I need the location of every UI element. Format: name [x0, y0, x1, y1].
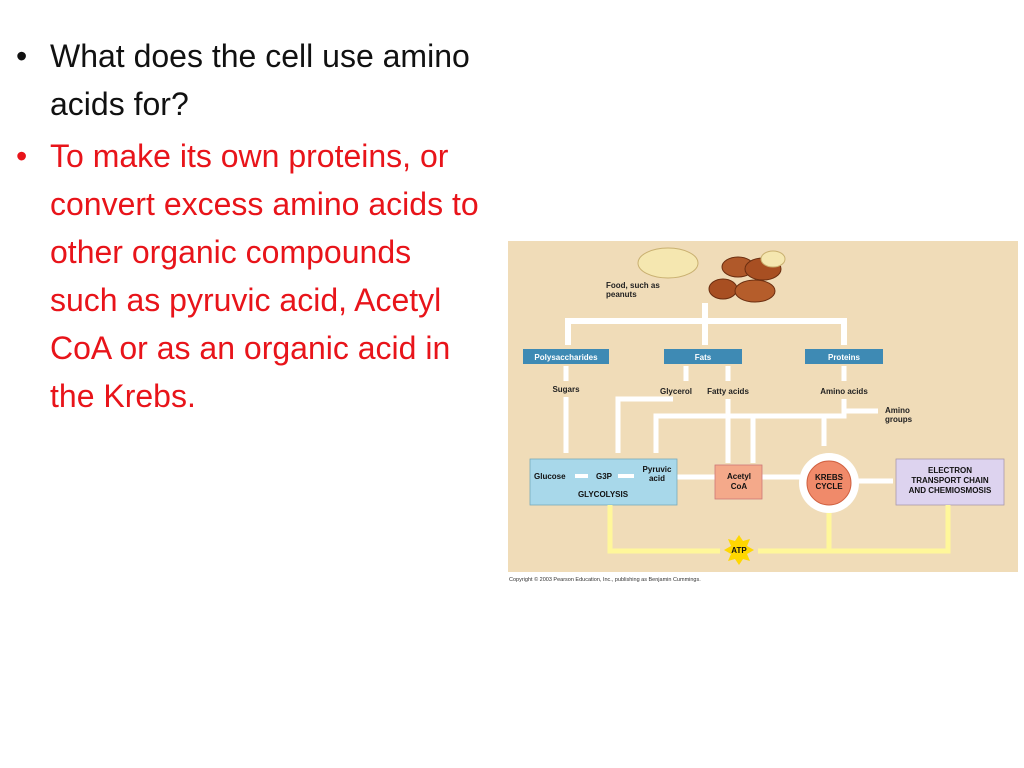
etc-label-line2: TRANSPORT CHAIN	[911, 476, 989, 485]
glucose-label: Glucose	[534, 472, 566, 481]
acetyl-coa-box	[714, 464, 763, 500]
fatty-acids-label: Fatty acids	[707, 387, 749, 396]
amino-groups-label-line2: groups	[885, 415, 913, 424]
proteins-box	[805, 349, 883, 364]
bullet-glyph: •	[16, 38, 28, 74]
polysaccharides-label: Polysaccharides	[534, 353, 598, 362]
pyruvic-label-line1: Pyruvic	[643, 465, 672, 474]
bullet-answer-text: To make its own proteins, or convert exc…	[50, 138, 479, 414]
metabolism-diagram: Food, such as peanuts Polysaccharides Fa…	[508, 241, 1018, 572]
food-arrows	[565, 303, 847, 345]
bullet-answer: • To make its own proteins, or convert e…	[12, 132, 482, 420]
food-label-line1: Food, such as	[606, 281, 660, 290]
etc-label-line1: ELECTRON	[928, 466, 972, 475]
acetyl-label-line1: Acetyl	[727, 472, 751, 481]
etc-box	[895, 458, 1005, 506]
glycolysis-label: GLYCOLYSIS	[578, 490, 629, 499]
acetyl-label-line2: CoA	[731, 482, 748, 491]
proteins-label: Proteins	[828, 353, 861, 362]
polysaccharides-box	[523, 349, 609, 364]
krebs-circle	[806, 460, 852, 506]
etc-label-line3: AND CHEMIOSMOSIS	[909, 486, 992, 495]
krebs-label-line2: CYCLE	[815, 482, 843, 491]
glycolysis-box	[529, 458, 678, 506]
fats-box	[664, 349, 742, 364]
atp-starburst	[724, 535, 754, 565]
g3p-label: G3P	[596, 472, 613, 481]
atp-arrows	[607, 505, 951, 554]
atp-label: ATP	[731, 546, 747, 555]
bullet-glyph: •	[16, 138, 28, 174]
krebs-label-line1: KREBS	[815, 473, 844, 482]
food-label-line2: peanuts	[606, 290, 637, 299]
bullet-list: • What does the cell use amino acids for…	[12, 32, 482, 424]
amino-groups-label-line1: Amino	[885, 406, 910, 415]
bullet-question-text: What does the cell use amino acids for?	[50, 38, 470, 122]
amino-acids-label: Amino acids	[820, 387, 868, 396]
copyright-note: Copyright © 2003 Pearson Education, Inc.…	[509, 577, 701, 583]
fats-label: Fats	[695, 353, 712, 362]
sugars-label: Sugars	[552, 385, 580, 394]
subunit-arrows	[563, 366, 847, 381]
peanuts-image	[637, 247, 786, 303]
pathway-arrows	[563, 396, 893, 484]
glycerol-label: Glycerol	[660, 387, 692, 396]
pyruvic-label-line2: acid	[649, 474, 665, 483]
bullet-question: • What does the cell use amino acids for…	[12, 32, 482, 128]
